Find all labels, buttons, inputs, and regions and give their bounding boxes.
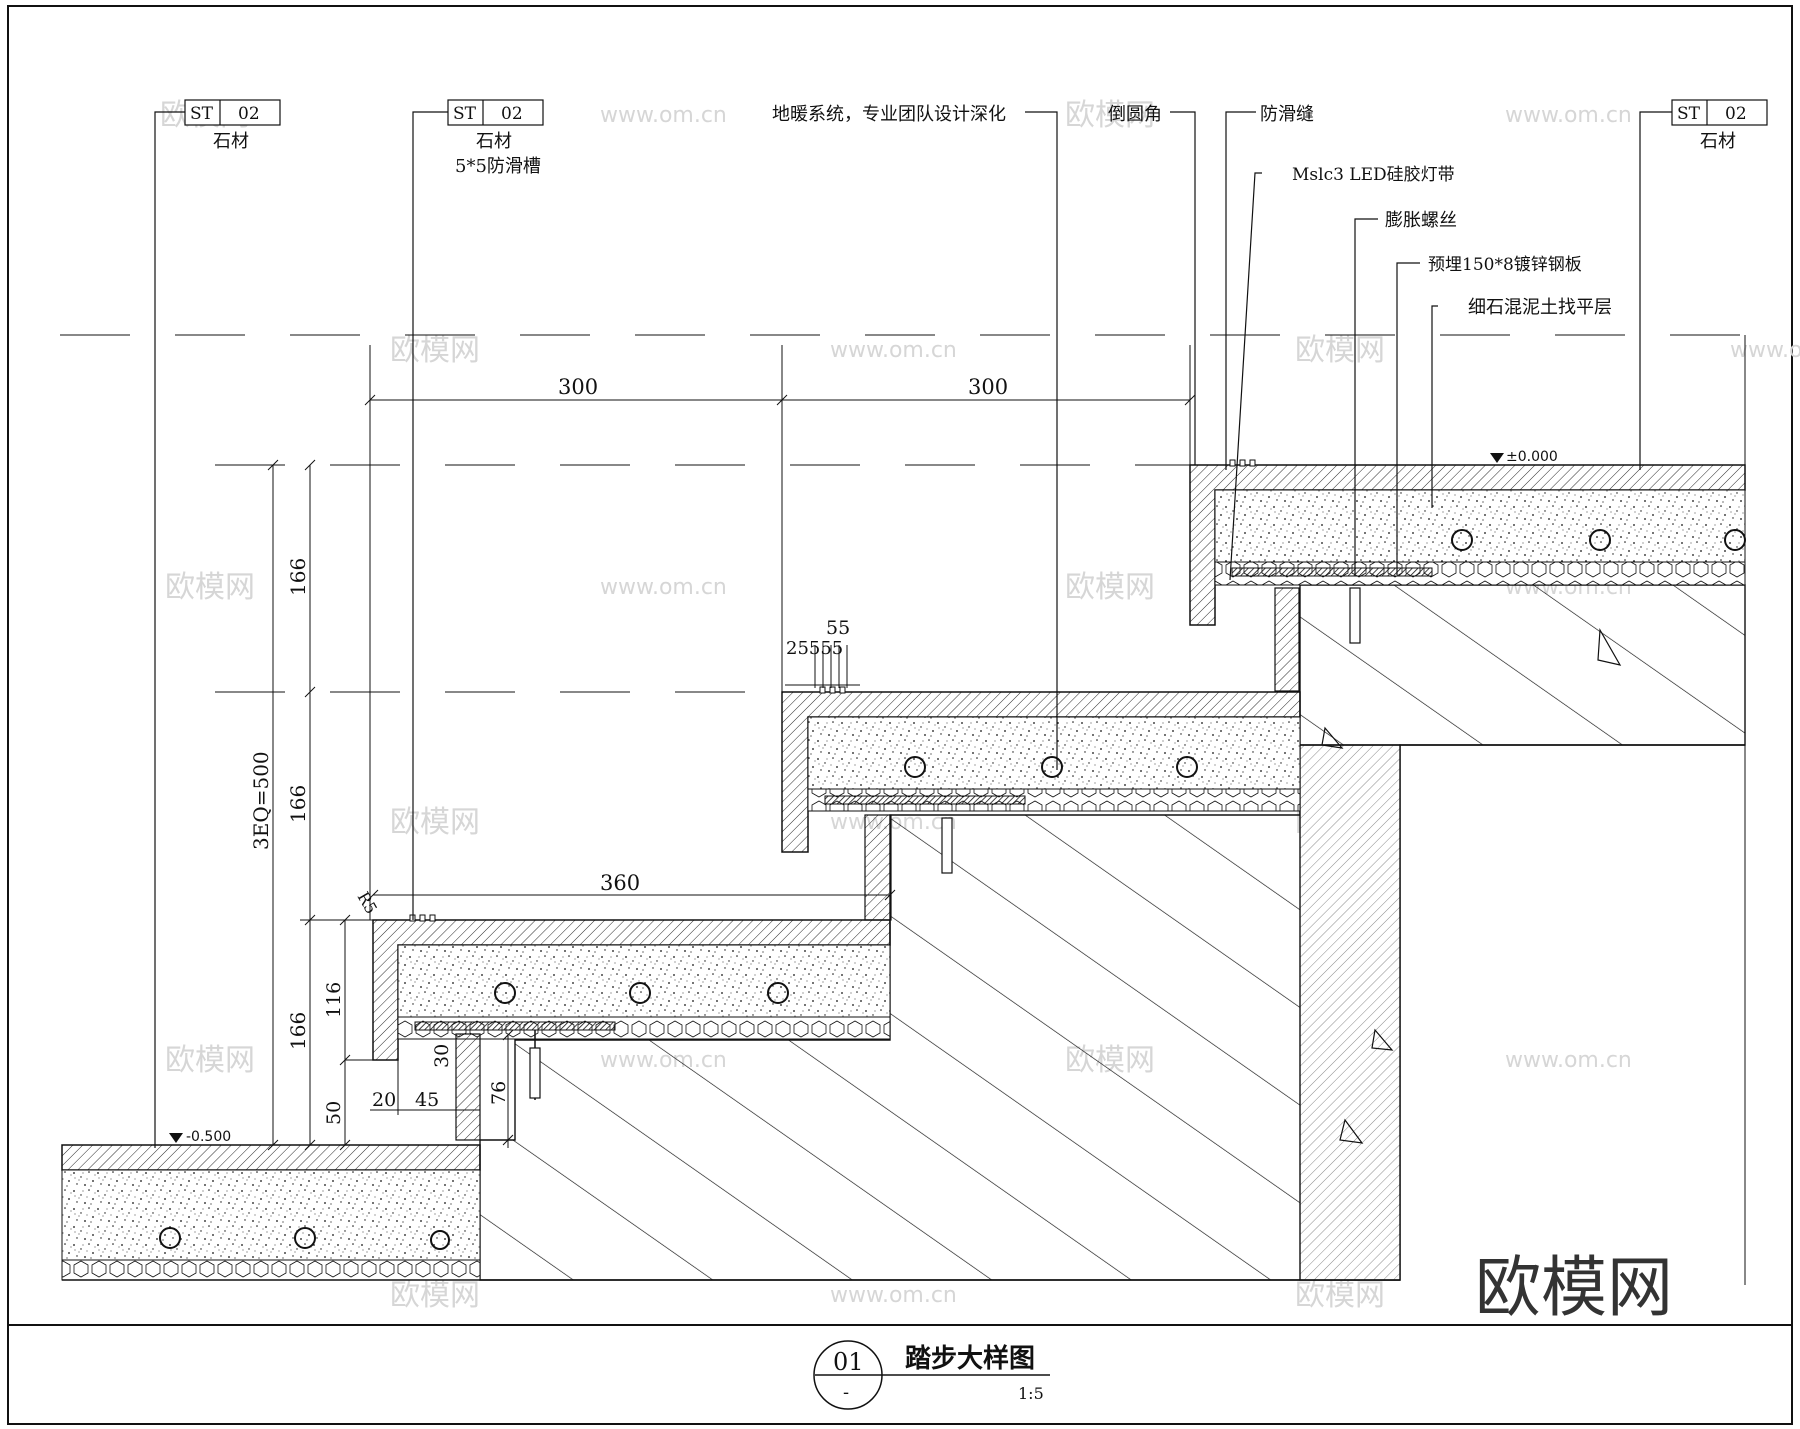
dim-groove-top: 55 — [826, 617, 850, 639]
title-sub: - — [843, 1382, 849, 1403]
leader-lines — [154, 111, 1672, 1148]
dim-riser-2: 166 — [286, 785, 310, 823]
callout-round-corner: 倒圆角 — [1108, 104, 1162, 125]
bottom-floor — [61, 1144, 1400, 1281]
watermark-url: www.om.cn — [600, 103, 727, 128]
logo-watermark: 欧模网 — [1475, 1249, 1673, 1326]
watermark-logo: 欧模网 — [165, 570, 255, 605]
callout-steel-plate: 预埋150*8镀锌钢板 — [1428, 255, 1582, 275]
dim-riser-3: 166 — [286, 1012, 310, 1050]
tag-number: 02 — [1725, 104, 1747, 124]
watermark-url: www.om.cn — [1730, 338, 1800, 363]
title-number: 01 — [833, 1348, 864, 1376]
dim-depth-30: 30 — [431, 1044, 453, 1068]
tag-prefix: ST — [1677, 104, 1701, 124]
level-mark-bottom: -0.500 — [169, 1129, 231, 1145]
dim-step-116: 116 — [323, 982, 345, 1018]
dimension-labels: 300 300 360 55 25555 R5 166 166 166 3EQ=… — [249, 375, 1008, 1125]
dim-step-50: 50 — [323, 1101, 345, 1125]
level-top-label: ±0.000 — [1506, 449, 1558, 465]
dim-tread-1: 300 — [558, 375, 598, 399]
level-mark-top: ±0.000 — [1490, 449, 1558, 465]
callout-expansion-bolt: 膨胀螺丝 — [1385, 210, 1457, 231]
level-bottom-label: -0.500 — [186, 1129, 231, 1145]
dim-depth-76: 76 — [488, 1081, 510, 1105]
callout-stone-left: 石材 — [213, 131, 249, 152]
watermark-logo: 欧模网 — [390, 805, 480, 840]
watermark-url: www.om.cn — [830, 1283, 957, 1308]
watermark-logo: 欧模网 — [1295, 333, 1385, 368]
watermark-url: www.om.cn — [1505, 103, 1632, 128]
callout-led-strip: Mslc3 LED硅胶灯带 — [1292, 165, 1455, 185]
callout-labels: 地暖系统，专业团队设计深化 倒圆角 防滑缝 Mslc3 LED硅胶灯带 膨胀螺丝… — [772, 104, 1612, 318]
dim-width-20: 20 — [372, 1089, 396, 1111]
tag-prefix: ST — [453, 104, 477, 124]
dimension-lines — [267, 345, 1196, 1151]
drawing-title: 踏步大样图 — [905, 1343, 1035, 1374]
watermark-logo: 欧模网 — [390, 333, 480, 368]
callout-antislip-groove: 5*5防滑槽 — [455, 156, 541, 177]
step-2 — [781, 686, 1301, 921]
dim-riser-1: 166 — [286, 558, 310, 596]
dim-tread-bottom: 360 — [600, 871, 640, 895]
watermark-logo: 欧模网 — [1295, 1278, 1385, 1313]
title-block: 01 - 踏步大样图 1:5 — [813, 1340, 1050, 1410]
watermark-url: www.om.cn — [600, 575, 727, 600]
watermark-url: www.om.cn — [1505, 1048, 1632, 1073]
callout-screed-layer: 细石混泥土找平层 — [1468, 297, 1612, 318]
dim-groove-detail: 25555 — [786, 638, 843, 659]
watermark-logo: 欧模网 — [1065, 98, 1155, 133]
concrete-structure — [479, 584, 1746, 1281]
dim-radius: R5 — [354, 889, 382, 918]
step-3-landing — [1189, 459, 1746, 692]
callout-stone-mid: 石材 — [476, 131, 512, 152]
tag-prefix: ST — [190, 104, 214, 124]
callout-tag-stone-left: ST 02 石材 — [184, 99, 281, 152]
dim-total-height: 3EQ=500 — [249, 751, 273, 850]
tag-number: 02 — [501, 104, 523, 124]
callout-tag-stone-right: ST 02 石材 — [1671, 99, 1768, 152]
drawing-scale: 1:5 — [1018, 1384, 1044, 1403]
tag-number: 02 — [238, 104, 260, 124]
watermark-url: www.om.cn — [830, 338, 957, 363]
sheet-border — [7, 5, 1793, 1425]
watermark-logo: 欧模网 — [390, 1278, 480, 1313]
dim-width-45: 45 — [415, 1089, 439, 1111]
callout-antislip-seam: 防滑缝 — [1260, 104, 1314, 125]
callout-tag-stone-mid: ST 02 石材 5*5防滑槽 — [447, 99, 544, 177]
watermark-logo: 欧模网 — [1065, 570, 1155, 605]
dim-tread-2: 300 — [968, 375, 1008, 399]
callout-stone-right: 石材 — [1700, 131, 1736, 152]
callout-floor-heating: 地暖系统，专业团队设计深化 — [772, 104, 1006, 125]
watermark-logo: 欧模网 — [165, 1043, 255, 1078]
